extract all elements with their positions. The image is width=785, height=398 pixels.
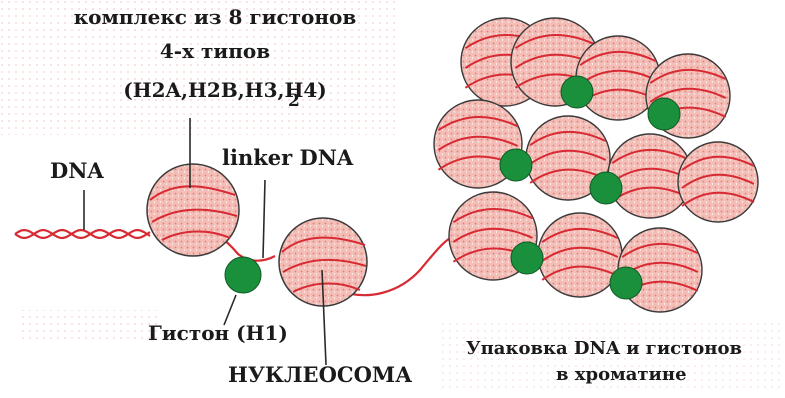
chromatin-dna-wrap [452, 227, 534, 243]
chromatin-histone-h1 [647, 97, 681, 131]
title-line-2: 4-х типов [159, 39, 271, 63]
chromatin-packing-label-line-2: в хроматине [556, 364, 687, 385]
dotted-background-right [440, 320, 780, 390]
chromatin-dna-wrap [529, 149, 607, 165]
chromatin-dna-wrap [649, 87, 727, 103]
leader-lines [83, 118, 327, 366]
chromatin-dna-wrap [621, 242, 699, 258]
histone-h1-label: Гистон (H1) [148, 321, 288, 345]
dotted-background-top [0, 0, 400, 135]
chromatin-dna-wrap [681, 191, 755, 207]
dotted-background-mid [20, 310, 160, 340]
chromatin-dna-wrap [649, 68, 727, 84]
chromatin-histone-h1 [560, 75, 594, 109]
histone-h1-ball [224, 256, 262, 294]
chromatin-dna-wrap [611, 148, 689, 164]
chromatin-dna-wrap [681, 173, 755, 189]
chromatin-dna-wrap [579, 69, 657, 85]
chromatin-dna-wrap [681, 155, 755, 171]
chromatin-packing-label-line-1: Упаковка DNA и гистонов [466, 338, 742, 359]
chromatin-histone-h1 [499, 148, 533, 182]
dna-label: DNA [50, 158, 104, 183]
title-subscript: 2 [288, 91, 300, 111]
chromatin-fiber-cluster [433, 17, 759, 313]
chromatin-dna-wrap [579, 50, 657, 66]
chromatin-dna-wrap [437, 135, 519, 151]
linker-dna-label: linker DNA [222, 145, 354, 170]
nucleosome-label: НУКЛЕОСОМА [228, 362, 413, 387]
chromatin-dna-wrap [541, 246, 619, 262]
chromatin-histone-h1 [609, 266, 643, 300]
chromatin-dna-wrap [541, 227, 619, 243]
chromatin-dna-wrap [514, 33, 596, 50]
dna-strand-to-chromatin [337, 237, 451, 297]
chromatin-dna-wrap [541, 265, 619, 281]
title-line-1: комплекс из 8 гистонов [73, 5, 357, 29]
chromatin-dna-wrap [529, 130, 607, 146]
title-line-3: (H2A,H2B,H3,H4) [123, 78, 327, 102]
chromatin-histone-h1 [589, 171, 623, 205]
dna-double-helix [14, 228, 151, 240]
chromatin-histone-h1 [510, 241, 544, 275]
chromatin-dna-wrap [437, 115, 519, 132]
histone-octamer-core [146, 163, 240, 257]
chromatin-dna-wrap [452, 207, 534, 224]
